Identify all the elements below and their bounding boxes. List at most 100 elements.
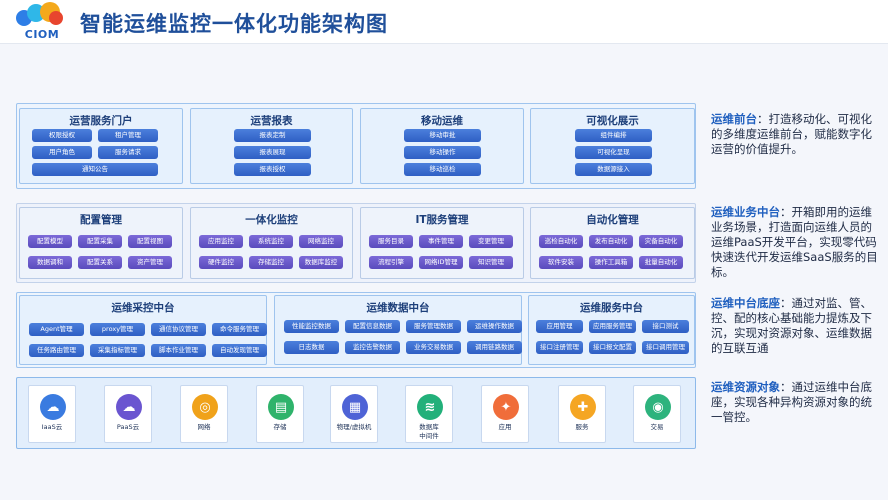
resource-card[interactable]: ✦应用 (481, 385, 529, 443)
resource-card[interactable]: ▦物理/虚拟机 (330, 385, 378, 443)
module-chip[interactable]: 任务路由管理 (29, 344, 84, 357)
module-chip[interactable]: 报表定制 (234, 129, 311, 142)
module-chip[interactable]: 网络ID管理 (419, 256, 463, 269)
module-chip[interactable]: 资产管理 (128, 256, 172, 269)
description-heading: 运维中台底座 (711, 296, 780, 310)
module-chip[interactable]: 报表展现 (234, 146, 311, 159)
row1-panel: 移动运维移动审批移动操作移动巡检 (360, 108, 524, 184)
module-chip[interactable]: 批量自动化 (639, 256, 683, 269)
module-chip[interactable]: 配置信息数据 (345, 320, 400, 333)
module-chip[interactable]: 用户角色 (32, 146, 92, 159)
panel-title: 移动运维 (421, 115, 463, 127)
module-chip[interactable]: 操作工具箱 (589, 256, 633, 269)
module-chip[interactable]: 配置采集 (78, 235, 122, 248)
module-chip[interactable]: 巡检自动化 (539, 235, 583, 248)
panel-title: 可视化展示 (586, 115, 639, 127)
module-chip[interactable]: 移动操作 (404, 146, 481, 159)
module-chip[interactable]: 配置关系 (78, 256, 122, 269)
module-chip[interactable]: 报表授权 (234, 163, 311, 176)
description-body: ：打造移动化、可视化的多维度运维前台，赋能数字化运营的价值提升。 (711, 112, 872, 156)
panel-title: 运维数据中台 (366, 302, 430, 314)
ciom-logo: CIOM (6, 2, 72, 42)
module-chip[interactable]: 接口测试 (642, 320, 689, 333)
module-chip[interactable]: 自动发现管理 (212, 344, 267, 357)
module-chip[interactable]: 服务请求 (98, 146, 158, 159)
resource-label: 应用 (498, 423, 512, 431)
module-chip[interactable]: 日志数据 (284, 341, 339, 354)
module-chip[interactable]: 存储监控 (249, 256, 293, 269)
module-chip[interactable]: proxy管理 (90, 323, 145, 336)
module-chip[interactable]: 硬件监控 (199, 256, 243, 269)
module-chip[interactable]: 事件管理 (419, 235, 463, 248)
module-chip[interactable]: 应用监控 (199, 235, 243, 248)
module-chip[interactable]: 变更管理 (469, 235, 513, 248)
module-chip[interactable]: 通信协议管理 (151, 323, 206, 336)
row1-panel: 运营服务门户权限授权租户管理用户角色服务请求通知公告 (19, 108, 183, 184)
resource-card[interactable]: ◉交易 (633, 385, 681, 443)
module-chip[interactable]: 数据调和 (28, 256, 72, 269)
module-chip[interactable]: 业务交易数据 (406, 341, 461, 354)
module-chip[interactable]: 命令服务管理 (212, 323, 267, 336)
description-heading: 运维业务中台 (711, 205, 780, 219)
module-chip[interactable]: 权限授权 (32, 129, 92, 142)
module-chip[interactable]: 脚本作业管理 (151, 344, 206, 357)
module-chip[interactable]: 组件编排 (575, 129, 652, 142)
module-chip[interactable]: 软件安装 (539, 256, 583, 269)
module-chip[interactable]: 接口注册管理 (536, 341, 583, 354)
module-chip[interactable]: 灾备自动化 (639, 235, 683, 248)
module-chip[interactable]: 发布自动化 (589, 235, 633, 248)
module-chip[interactable]: 配置视图 (128, 235, 172, 248)
row1-panel: 运营报表报表定制报表展现报表授权 (190, 108, 353, 184)
module-chip[interactable]: 应用管理 (536, 320, 583, 333)
module-chip[interactable]: 采集指标管理 (90, 344, 145, 357)
module-chip[interactable]: 数据库监控 (299, 256, 343, 269)
resource-label: IaaS云 (41, 423, 63, 431)
module-chip[interactable]: 知识管理 (469, 256, 513, 269)
resource-card[interactable]: ▤存储 (256, 385, 304, 443)
module-chip[interactable]: 租户管理 (98, 129, 158, 142)
module-chip[interactable]: 接口报文配置 (589, 341, 636, 354)
module-chip[interactable]: 系统监控 (249, 235, 293, 248)
module-chip[interactable]: 接口调用管理 (642, 341, 689, 354)
resource-card[interactable]: ≋数据库 中间件 (405, 385, 453, 443)
module-chip[interactable]: 流程引擎 (369, 256, 413, 269)
module-chip[interactable]: 数据源接入 (575, 163, 652, 176)
module-chip[interactable]: 运维操作数据 (467, 320, 522, 333)
server-icon: ▦ (342, 394, 368, 420)
resource-label: 数据库 中间件 (419, 423, 439, 440)
module-chip[interactable]: 配置模型 (28, 235, 72, 248)
page-title: 智能运维监控一体化功能架构图 (80, 12, 388, 36)
module-chip[interactable]: 移动巡检 (404, 163, 481, 176)
resource-card[interactable]: ✚服务 (558, 385, 606, 443)
resource-card[interactable]: ☁ PaaS云 (104, 385, 152, 443)
module-chip[interactable]: 网络监控 (299, 235, 343, 248)
module-chip[interactable]: 调用链路数据 (467, 341, 522, 354)
paas-cloud-icon: ☁ (116, 394, 142, 420)
header-bar: CIOM 智能运维监控一体化功能架构图 (0, 0, 888, 44)
module-chip[interactable]: 应用服务管理 (589, 320, 636, 333)
module-chip[interactable]: 通知公告 (32, 163, 158, 176)
resource-card[interactable]: ◎ 网络 (180, 385, 228, 443)
resource-card[interactable]: ☁IaaS云 (28, 385, 76, 443)
module-chip[interactable]: 移动审批 (404, 129, 481, 142)
row2-panel: 一体化监控应用监控系统监控网络监控硬件监控存储监控数据库监控 (190, 207, 353, 279)
module-chip[interactable]: 可视化呈现 (575, 146, 652, 159)
panel-title: 运营服务门户 (69, 115, 133, 127)
module-chip[interactable]: Agent管理 (29, 323, 84, 336)
module-chip[interactable]: 服务目录 (369, 235, 413, 248)
description-body: ：开箱即用的运维业务场景，打造面向运维人员的运维PaaS开发平台，实现零代码快速… (711, 205, 878, 279)
resource-label: PaaS云 (116, 423, 140, 431)
module-chip[interactable]: 服务管理数据 (406, 320, 461, 333)
row3-panel: 运维服务中台应用管理应用服务管理接口测试接口注册管理接口报文配置接口调用管理 (528, 295, 695, 365)
panel-title: 运营报表 (250, 115, 293, 127)
module-chip[interactable]: 监控告警数据 (345, 341, 400, 354)
resource-label: 交易 (650, 423, 664, 431)
row2-panel: IT服务管理服务目录事件管理变更管理流程引擎网络ID管理知识管理 (360, 207, 524, 279)
module-chip[interactable]: 性能监控数据 (284, 320, 339, 333)
resource-label: 网络 (197, 423, 211, 431)
panel-title: 一体化监控 (245, 214, 298, 226)
network-globe-icon: ◎ (192, 394, 218, 420)
logo-circles-icon (16, 2, 64, 28)
layer-description: 运维资源对象：通过运维中台底座，实现各种异构资源对象的统一管控。 (711, 380, 883, 425)
description-heading: 运维前台 (711, 112, 757, 126)
